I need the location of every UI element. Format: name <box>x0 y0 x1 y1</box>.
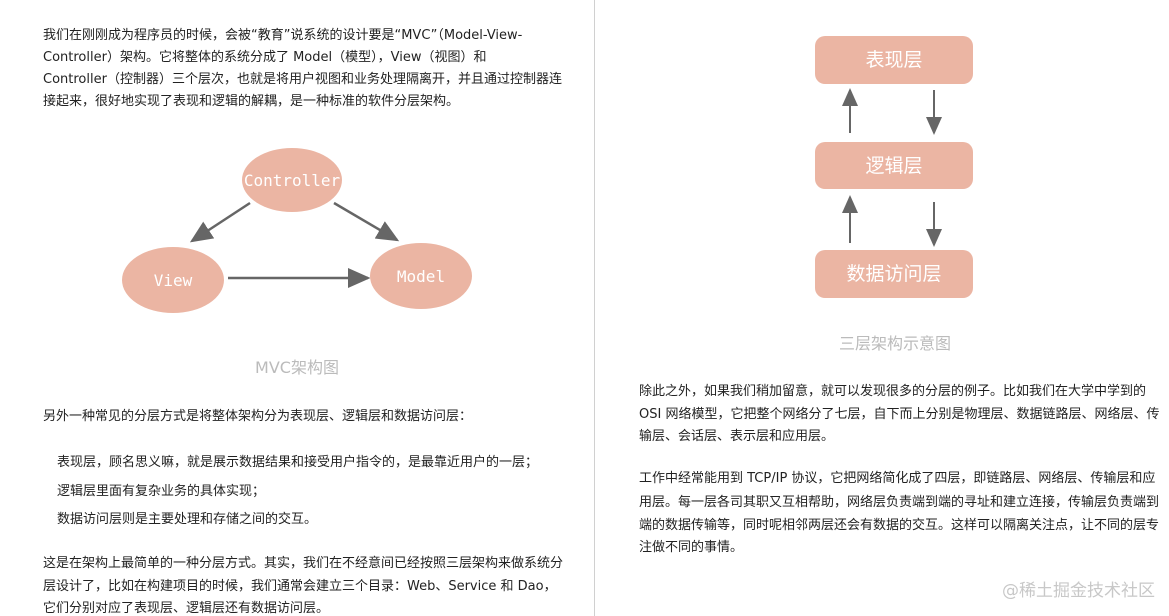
model-node <box>370 243 472 309</box>
layer-box <box>815 36 973 84</box>
controller-label: Controller <box>244 171 341 190</box>
paragraph-line: 输层、会话层、表示层和应用层。 <box>639 429 835 444</box>
layer-label: 数据访问层 <box>846 263 941 285</box>
intro-line: Controller（控制器）三个层次，也就是将用户视图和业务处理隔离开，并且通… <box>43 72 562 87</box>
arrow-controller-view <box>189 201 251 243</box>
paragraph-line: 端的数据传输等，同时呢相邻两层还会有数据的交互。这样可以隔离关注点，让不同的层专 <box>639 518 1160 533</box>
intro-line: 接起来，很好地实现了表现和逻辑的解耦，是一种标准的软件分层架构。 <box>43 94 460 109</box>
paragraph-line: 层设计了，比如在构建项目的时候，我们通常会建立三个目录：Web、Service … <box>43 579 557 594</box>
bullet-item: 表现层，顾名思义嘛，就是展示数据结果和接受用户指令的，是最靠近用户的一层； <box>57 455 539 470</box>
paragraph-line: OSI 网络模型，它把整个网络分了七层，自下而上分别是物理层、数据链路层、网络层… <box>639 407 1160 422</box>
paragraph-line: 工作中经常能用到 TCP/IP 协议，它把网络简化成了四层，即链路层、网络层、传… <box>639 471 1156 486</box>
mvc-caption: MVC架构图 <box>255 358 339 377</box>
paragraph-line: 除此之外，如果我们稍加留意，就可以发现很多的分层的例子。比如我们在大学中学到的 <box>639 384 1147 399</box>
view-node <box>122 247 224 313</box>
paragraph-line: 它们分别对应了表现层、逻辑层还有数据访问层。 <box>43 601 330 616</box>
bullet-item: 逻辑层里面有复杂业务的具体实现； <box>57 484 266 499</box>
intro-line: 我们在刚刚成为程序员的时候，会被“教育”说系统的设计要是“MVC”（Model-… <box>43 28 523 43</box>
paragraph-line: 用层。每一层各司其职又互相帮助，网络层负责端到端的寻址和建立连接，传输层负责端到 <box>639 495 1160 510</box>
mvc-diagram: Controller View Model <box>122 148 472 313</box>
paragraph-line: 这是在架构上最简单的一种分层方式。其实，我们在不经意间已经按照三层架构来做系统分 <box>43 556 564 571</box>
intro-line: Controller）架构。它将整体的系统分成了 Model（模型），View（… <box>43 50 487 65</box>
model-label: Model <box>397 267 445 286</box>
layer-label: 逻辑层 <box>865 155 922 177</box>
layer-label: 表现层 <box>865 49 922 71</box>
arrow-controller-model <box>333 201 400 242</box>
watermark: @稀土掘金技术社区 <box>1002 581 1155 601</box>
three-layer-diagram: 表现层 逻辑层 数据访问层 <box>815 36 973 298</box>
paragraph-line: 注做不同的事情。 <box>639 540 744 555</box>
layer-box <box>815 142 973 189</box>
view-label: View <box>154 271 193 290</box>
layer-box <box>815 250 973 298</box>
page-divider <box>594 0 595 616</box>
controller-node <box>242 148 342 212</box>
layer-caption: 三层架构示意图 <box>838 334 951 353</box>
paragraph: 另外一种常见的分层方式是将整体架构分为表现层、逻辑层和数据访问层： <box>43 409 473 424</box>
bullet-item: 数据访问层则是主要处理和存储之间的交互。 <box>57 512 318 527</box>
